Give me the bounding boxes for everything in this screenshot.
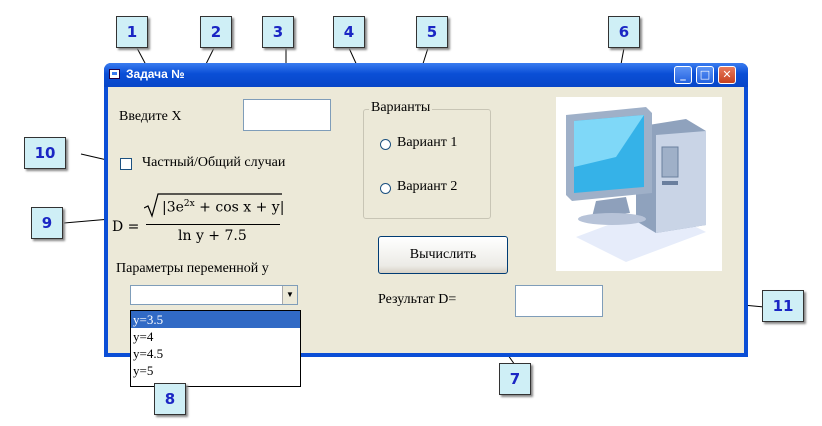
variant2-label: Вариант 2 (397, 179, 458, 194)
close-button[interactable]: ✕ (718, 66, 736, 84)
y-dropdown-list[interactable]: y=3.5 y=4 y=4.5 y=5 (130, 310, 301, 387)
variant1-radio[interactable] (380, 139, 391, 150)
callout-3: 3 (262, 16, 294, 48)
variants-group (363, 109, 491, 219)
callout-7: 7 (499, 363, 531, 395)
computer-image (556, 97, 722, 271)
variant1-label: Вариант 1 (397, 135, 458, 150)
callout-8: 8 (154, 383, 186, 415)
callout-4: 4 (333, 16, 365, 48)
formula-denominator: ln y + 7.5 (178, 228, 247, 244)
case-checkbox-label: Частный/Общий случаи (142, 155, 286, 170)
callout-9: 9 (31, 207, 63, 239)
compute-button[interactable]: Вычислить (378, 236, 508, 274)
callout-5: 5 (416, 16, 448, 48)
formula-lhs: D = (112, 219, 140, 235)
callout-2: 2 (200, 16, 232, 48)
dropdown-option[interactable]: y=4.5 (133, 346, 164, 361)
formula-numerator: |3e2x + cos x + y| (162, 199, 285, 216)
title-bar[interactable]: Задача № _ □ ✕ (104, 63, 748, 87)
fraction-bar (146, 224, 280, 225)
minimize-button[interactable]: _ (674, 66, 692, 84)
form-client-area: Введите X Частный/Общий случаи D = |3e2x… (108, 87, 744, 353)
dropdown-option[interactable]: y=4 (133, 329, 154, 344)
callout-10: 10 (24, 137, 66, 169)
variant2-radio[interactable] (380, 183, 391, 194)
result-output (515, 285, 603, 317)
window-title: Задача № (126, 67, 185, 81)
sqrt-sign (144, 193, 282, 218)
x-input[interactable] (243, 99, 331, 131)
variants-group-title: Варианты (369, 100, 433, 116)
chevron-down-icon[interactable]: ▼ (282, 286, 297, 304)
computer-icon (566, 107, 706, 262)
params-label: Параметры переменной y (116, 261, 269, 276)
formula: D = |3e2x + cos x + y| ln y + 7.5 (108, 190, 288, 250)
callout-11: 11 (762, 290, 804, 322)
app-icon (109, 69, 120, 79)
case-checkbox[interactable] (120, 158, 132, 170)
dropdown-option[interactable]: y=3.5 (131, 311, 300, 328)
y-combobox[interactable]: ▼ (130, 285, 298, 305)
result-label: Результат D= (378, 292, 457, 307)
maximize-button[interactable]: □ (696, 66, 714, 84)
enter-x-label: Введите X (119, 109, 182, 124)
app-window: Задача № _ □ ✕ Введите X Частный/Общий с… (104, 63, 748, 357)
callout-6: 6 (608, 16, 640, 48)
callout-1: 1 (116, 16, 148, 48)
dropdown-option[interactable]: y=5 (133, 363, 154, 378)
